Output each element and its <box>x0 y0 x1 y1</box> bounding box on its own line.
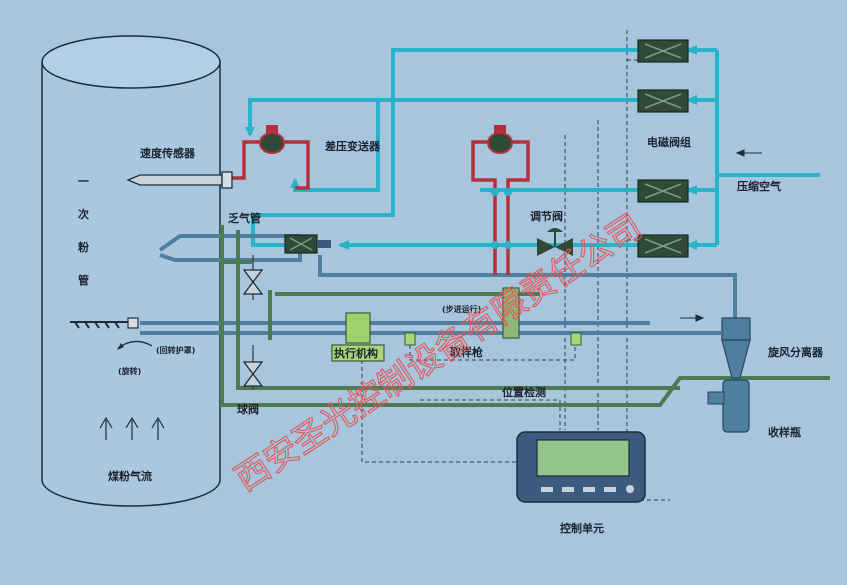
sampling-pipelines <box>140 234 737 335</box>
ball-valve-upper-icon <box>242 255 264 300</box>
control-unit-panel <box>516 431 646 503</box>
rotation-label: (旋转) <box>118 366 141 376</box>
stepping-block <box>502 287 520 339</box>
collection-bottle-icon <box>707 379 750 433</box>
speed-sensor-probe <box>126 171 233 189</box>
solenoid-valve-group <box>637 39 689 258</box>
pipe-label-text: 一次粉管 <box>78 175 89 287</box>
solenoid-valve-4-icon <box>637 234 689 258</box>
dp-transmitter-left <box>228 125 310 190</box>
actuator-label: 执行机构 <box>334 346 378 360</box>
air-arrow-heads <box>245 45 697 250</box>
cyclone-separator-icon <box>720 317 751 379</box>
control-valve-icon <box>537 228 573 256</box>
dp-transmitter-label: 差压变送器 <box>325 139 381 153</box>
rotation-guard-label: (回转护罩) <box>156 345 195 355</box>
actuator-icon <box>331 312 582 362</box>
air-pipe-valve-icon <box>284 234 331 254</box>
solenoid-valve-3-icon <box>637 179 689 203</box>
solenoid-group-label: 电磁阀组 <box>647 135 691 149</box>
coal-flow-arrows <box>99 416 165 440</box>
stepping-label: (步进运行) <box>442 304 481 314</box>
dp-transmitter-right <box>471 125 530 275</box>
primary-pipe-cylinder <box>41 35 221 507</box>
ball-valve-lower-icon <box>242 345 264 390</box>
collection-bottle-label: 收样瓶 <box>768 425 801 439</box>
pipe-label: 一次粉管 <box>78 175 89 287</box>
sampling-gun-label: 取样枪 <box>450 345 483 359</box>
control-unit-label: 控制单元 <box>560 521 604 535</box>
ball-valve-label: 球阀 <box>237 402 259 416</box>
air-pipe-label: 乏气管 <box>228 211 261 225</box>
coal-flow-label: 煤粉气流 <box>108 469 152 483</box>
compressed-air-label: 压缩空气 <box>737 179 781 193</box>
position-detect-label: 位置检测 <box>502 385 546 399</box>
direction-arrows <box>680 149 762 322</box>
solenoid-valve-1-icon <box>637 39 689 63</box>
control-valve-label: 调节阀 <box>530 209 563 223</box>
structure-lines <box>220 225 830 407</box>
solenoid-valve-2-icon <box>637 89 689 113</box>
cyclone-label: 旋风分离器 <box>767 345 824 359</box>
rotating-guard-probe <box>70 317 153 350</box>
speed-sensor-label: 速度传感器 <box>140 146 196 160</box>
